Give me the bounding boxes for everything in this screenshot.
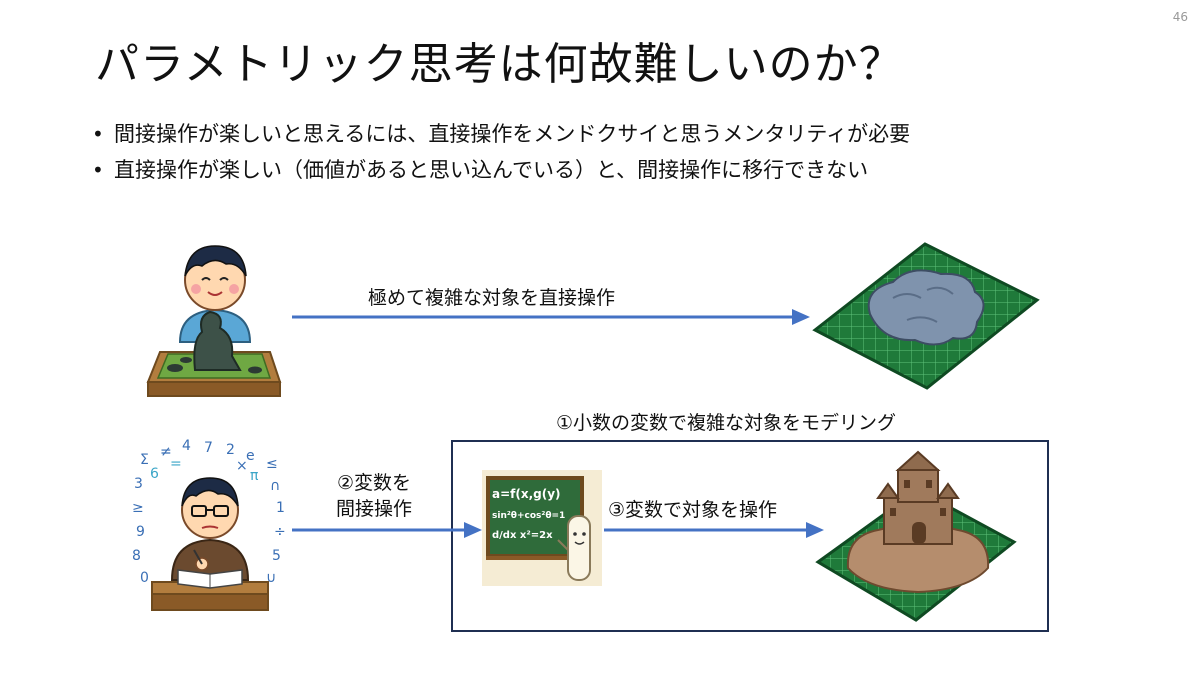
blackboard-line2: sin²θ+cos²θ=1 bbox=[492, 511, 565, 521]
blackboard-illustration: a=f(x,g(y) sin²θ+cos²θ=1 d/dx x²=2x bbox=[482, 470, 602, 586]
svg-text:8: 8 bbox=[132, 548, 141, 564]
sand-castle-on-grid-mat-illustration bbox=[815, 450, 1017, 622]
slide-title: パラメトリック思考は何故難しいのか？ bbox=[95, 39, 904, 90]
svg-text:×: × bbox=[236, 458, 248, 474]
indirect-manipulation-arrow bbox=[292, 522, 482, 538]
svg-text:∩: ∩ bbox=[270, 478, 280, 494]
svg-text:≠: ≠ bbox=[160, 444, 172, 460]
step2-label-line1: ②変数を bbox=[336, 472, 412, 494]
svg-text:≤: ≤ bbox=[266, 456, 278, 472]
rock-on-grid-mat-illustration bbox=[812, 242, 1040, 390]
bullet-item: 直接操作が楽しい（価値があると思い込んでいる）と、間接操作に移行できない bbox=[92, 154, 910, 186]
boy-studying-math-illustration: Σ≠4 72e ≤36 ∩π ≥19 ÷85 0∪√ ±= × bbox=[132, 438, 286, 611]
svg-text:6: 6 bbox=[150, 466, 159, 482]
direct-manipulation-arrow bbox=[292, 309, 810, 325]
svg-text:Σ: Σ bbox=[140, 452, 149, 468]
bullet-list: 間接操作が楽しいと思えるには、直接操作をメンドクサイと思うメンタリティが必要 直… bbox=[92, 118, 910, 190]
svg-text:7: 7 bbox=[204, 440, 213, 456]
bullet-item: 間接操作が楽しいと思えるには、直接操作をメンドクサイと思うメンタリティが必要 bbox=[92, 118, 910, 150]
svg-text:≥: ≥ bbox=[132, 500, 144, 516]
svg-text:0: 0 bbox=[140, 570, 149, 586]
svg-text:∪: ∪ bbox=[266, 570, 276, 586]
svg-text:3: 3 bbox=[134, 476, 143, 492]
svg-text:÷: ÷ bbox=[274, 524, 286, 540]
step2-label: ②変数を 間接操作 bbox=[336, 470, 412, 522]
svg-text:1: 1 bbox=[276, 500, 285, 516]
svg-text:=: = bbox=[170, 456, 182, 472]
blackboard-line3: d/dx x²=2x bbox=[492, 530, 553, 541]
step2-label-line2: 間接操作 bbox=[336, 498, 413, 520]
svg-text:4: 4 bbox=[182, 438, 191, 454]
blackboard-line1: a=f(x,g(y) bbox=[492, 487, 561, 501]
page-number: 46 bbox=[1172, 10, 1188, 24]
svg-text:e: e bbox=[246, 448, 255, 464]
top-arrow-label: 極めて複雑な対象を直接操作 bbox=[368, 287, 616, 309]
svg-text:9: 9 bbox=[136, 524, 145, 540]
svg-text:2: 2 bbox=[226, 442, 235, 458]
modeling-frame bbox=[451, 440, 1049, 632]
model-manipulation-arrow bbox=[604, 522, 824, 538]
boy-sculpting-illustration bbox=[146, 245, 282, 397]
svg-text:π: π bbox=[250, 468, 259, 484]
svg-text:5: 5 bbox=[272, 548, 281, 564]
frame-label: ①小数の変数で複雑な対象をモデリング bbox=[556, 412, 897, 434]
step3-label: ③変数で対象を操作 bbox=[608, 499, 778, 521]
